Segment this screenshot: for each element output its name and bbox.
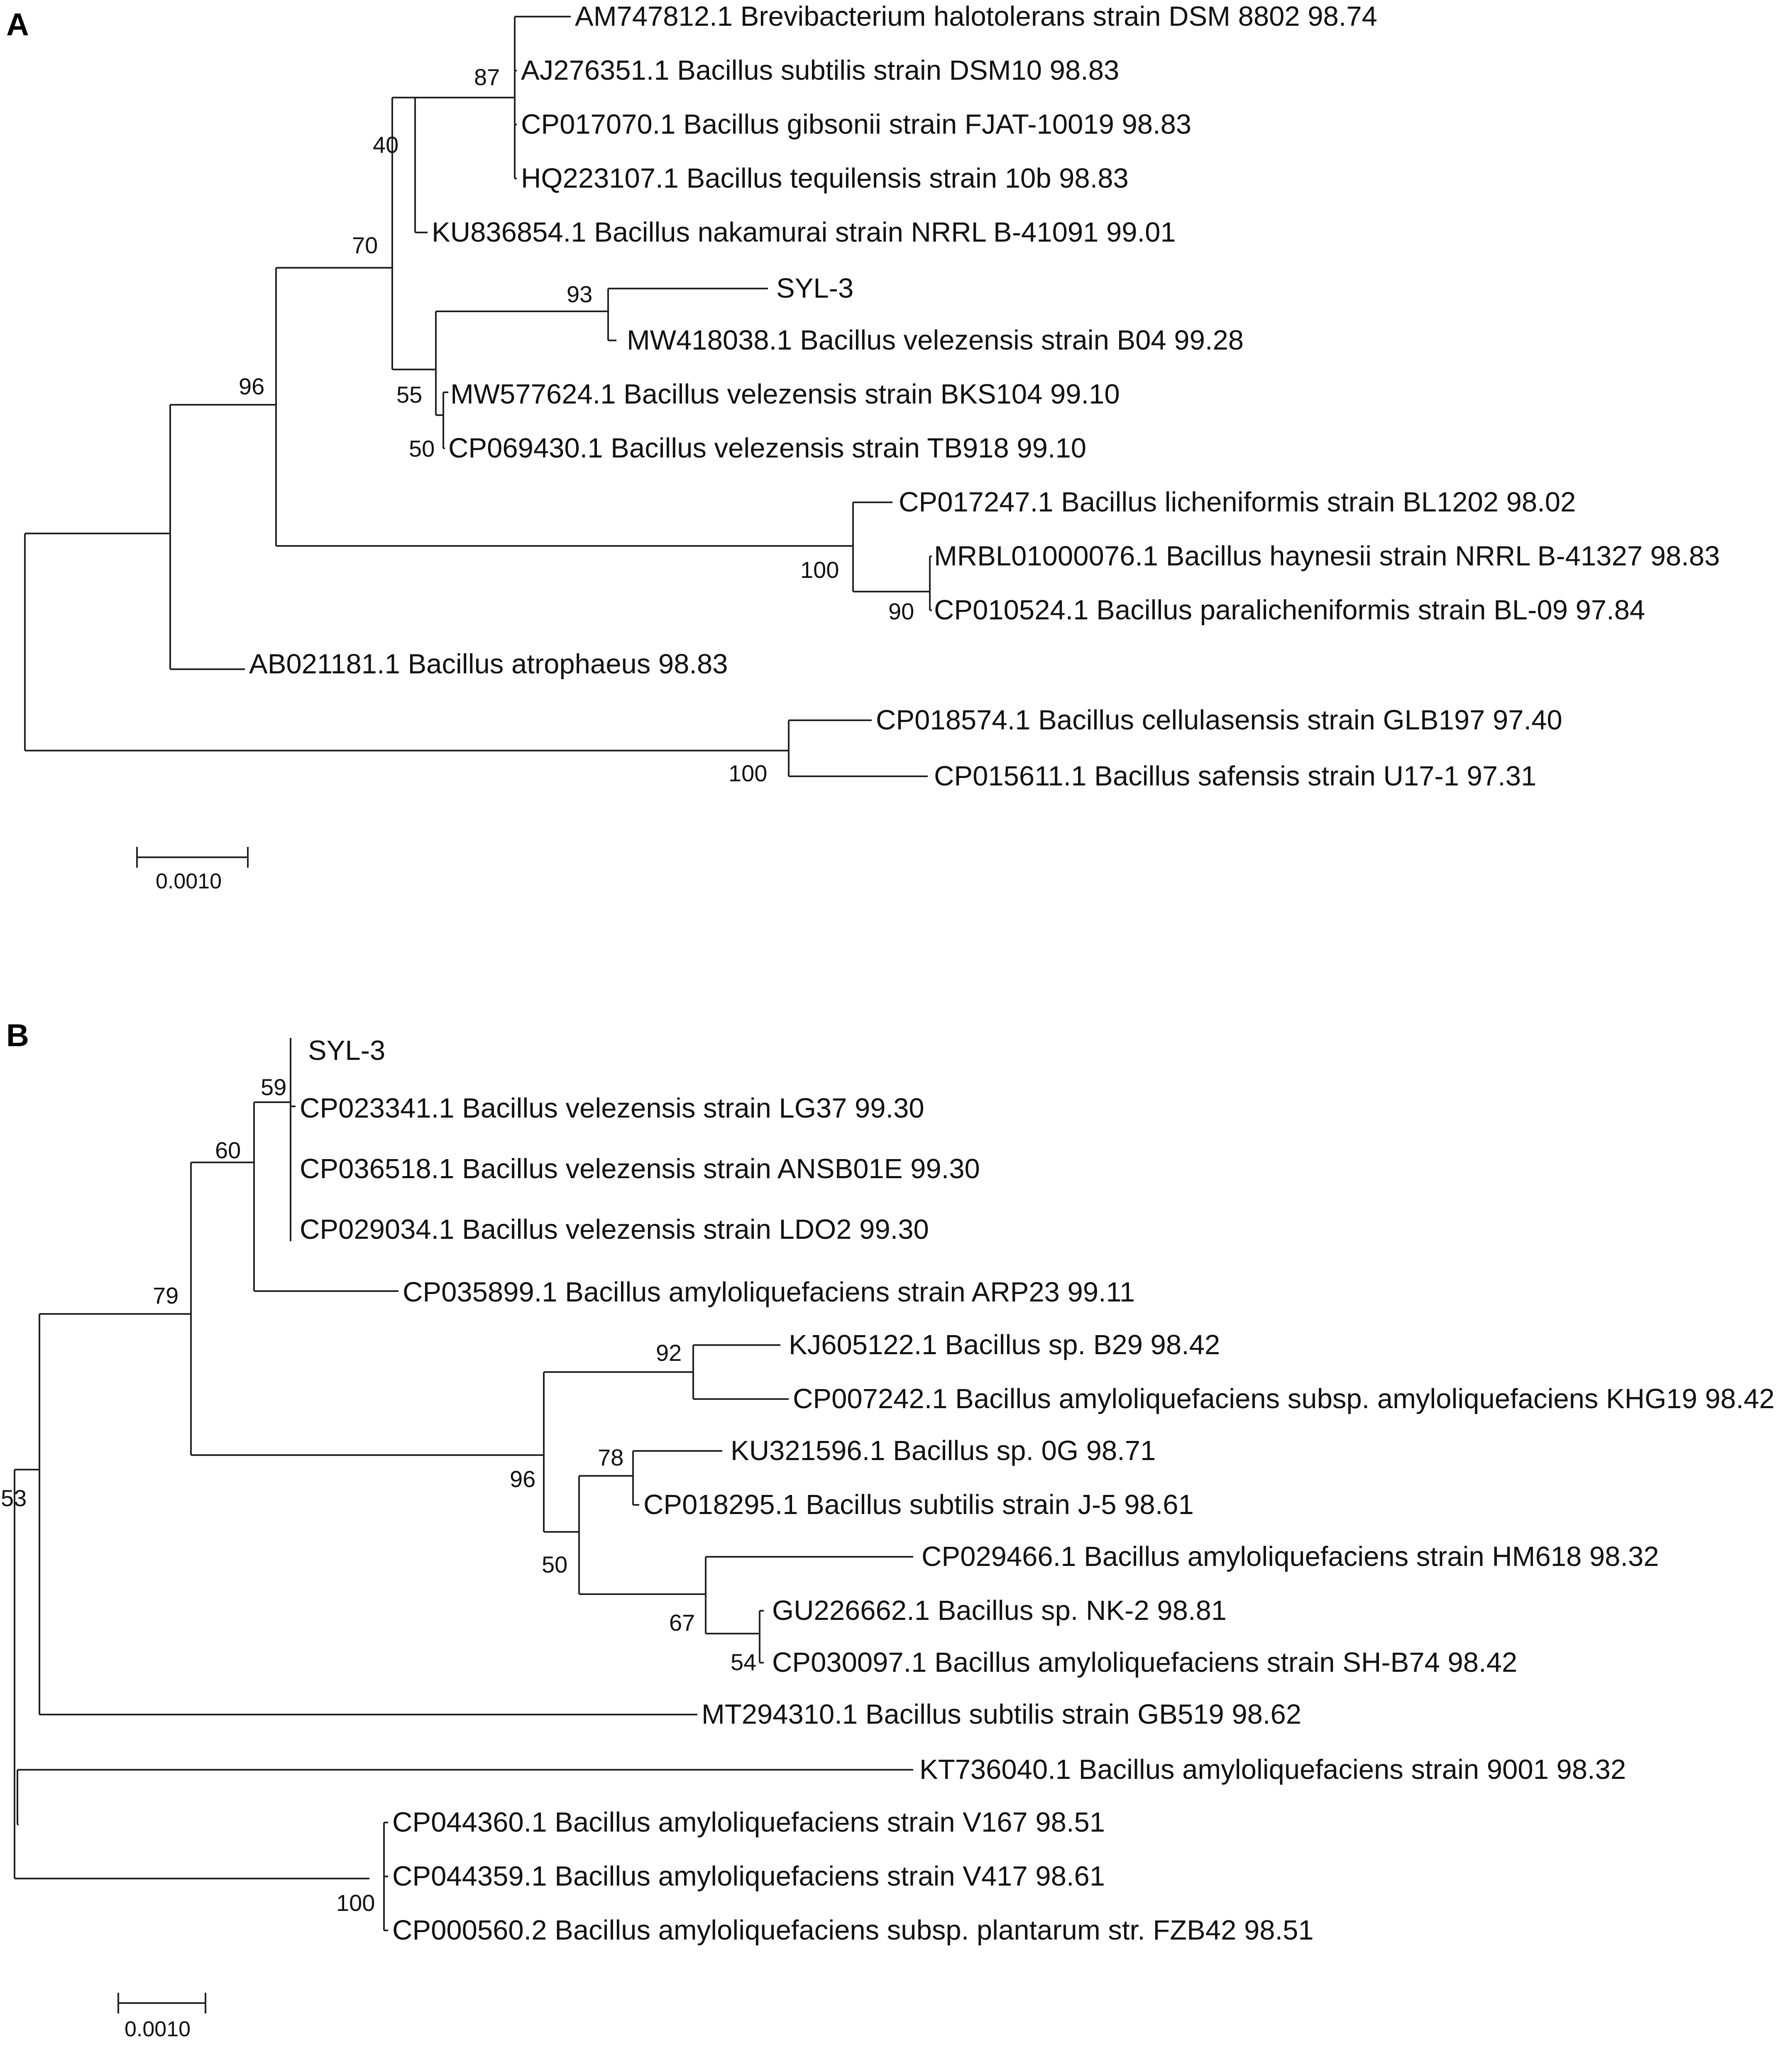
tip-label: CP015611.1 Bacillus safensis strain U17-…	[934, 761, 1536, 792]
scale-bar-label: 0.0010	[156, 869, 222, 893]
branch-b-node100	[383, 1822, 388, 1931]
tip-label: CP044360.1 Bacillus amyloliquefaciens st…	[392, 1807, 1105, 1838]
tip-label: AJ276351.1 Bacillus subtilis strain DSM1…	[521, 55, 1119, 86]
bootstrap-value: 92	[656, 1340, 682, 1366]
bootstrap-value: 79	[153, 1282, 178, 1309]
branch-a-node40	[414, 97, 515, 233]
branch-b-node78	[632, 1450, 722, 1506]
tip-label: CP023341.1 Bacillus velezensis strain LG…	[300, 1093, 924, 1124]
tip-label: CP007242.1 Bacillus amyloliquefaciens su…	[793, 1383, 1775, 1414]
bootstrap-value: 67	[669, 1610, 695, 1636]
tip-label: CP035899.1 Bacillus amyloliquefaciens st…	[403, 1277, 1135, 1308]
panel-a: A	[6, 1, 1720, 893]
branch-a-node90	[929, 555, 932, 611]
tip-label: KT736040.1 Bacillus amyloliquefaciens st…	[919, 1754, 1626, 1785]
branch-b-root	[14, 1469, 369, 1879]
bootstrap-value: 96	[510, 1466, 535, 1492]
branch-a-node70	[275, 267, 853, 547]
branch-b-node96	[543, 1371, 693, 1533]
bootstrap-value: 100	[336, 1890, 375, 1916]
scale-bar-line	[117, 1993, 206, 2013]
branch-a-inner	[391, 97, 436, 370]
scale-bar-line	[136, 847, 249, 868]
tip-label: MT294310.1 Bacillus subtilis strain GB51…	[702, 1699, 1301, 1730]
branch-a-node96	[169, 404, 276, 670]
tip-label: MRBL01000076.1 Bacillus haynesii strain …	[934, 541, 1720, 572]
branch-a-node87	[514, 16, 571, 179]
bootstrap-value: 90	[888, 598, 914, 624]
bootstrap-value: 53	[1, 1485, 27, 1511]
tip-label: CP018574.1 Bacillus cellulasensis strain…	[876, 704, 1562, 736]
bootstrap-value: 87	[474, 64, 500, 90]
bootstrap-value: 55	[396, 382, 422, 408]
tip-label: CP029034.1 Bacillus velezensis strain LD…	[300, 1214, 929, 1245]
tip-label: CP069430.1 Bacillus velezensis strain TB…	[448, 433, 1086, 464]
bootstrap-value: 93	[567, 281, 592, 307]
panel-a-tips: AM747812.1 Brevibacterium halotolerans s…	[249, 1, 1720, 792]
panel-a-branches	[24, 16, 932, 777]
branch-a-velezensis	[435, 311, 608, 416]
branch-a-node55	[442, 391, 448, 449]
panel-b-bootstrap: 59 60 79 92 78 96 67 54 50 53 100	[1, 1074, 756, 1916]
tip-label: MW577624.1 Bacillus velezensis strain BK…	[450, 379, 1120, 410]
panel-b-branches	[14, 1038, 913, 1931]
tip-label: KJ605122.1 Bacillus sp. B29 98.42	[789, 1329, 1220, 1360]
panel-label-b: B	[6, 1018, 29, 1053]
bootstrap-value: 70	[352, 232, 378, 258]
tip-label-syl3: SYL-3	[776, 273, 853, 304]
tip-label: KU321596.1 Bacillus sp. 0G 98.71	[731, 1435, 1156, 1466]
branch-a-lich	[852, 501, 930, 592]
tip-label: GU226662.1 Bacillus sp. NK-2 98.81	[772, 1595, 1227, 1626]
bootstrap-value: 50	[409, 435, 435, 462]
branch-b-node79	[39, 1313, 697, 1715]
branch-b-syl3-comb	[290, 1038, 296, 1241]
bootstrap-value: 60	[215, 1137, 241, 1163]
scale-bar-label: 0.0010	[125, 2017, 191, 2041]
panel-label-a: A	[6, 7, 29, 42]
panel-b-tips: SYL-3 CP023341.1 Bacillus velezensis str…	[300, 1035, 1775, 1946]
branch-b-node92	[692, 1344, 789, 1400]
bootstrap-value: 59	[261, 1074, 286, 1100]
panel-b: B	[1, 1018, 1775, 2041]
branch-b-node60	[190, 1162, 544, 1456]
tip-label: AM747812.1 Brevibacterium halotolerans s…	[575, 1, 1377, 32]
panel-a-scale-bar: 0.0010	[136, 847, 249, 893]
tip-label: CP000560.2 Bacillus amyloliquefaciens su…	[392, 1915, 1314, 1946]
branch-a-node93	[607, 288, 768, 341]
branch-b-node67	[705, 1556, 913, 1634]
bootstrap-value: 96	[239, 373, 264, 399]
tip-label: HQ223107.1 Bacillus tequilensis strain 1…	[521, 163, 1129, 194]
bootstrap-value: 100	[800, 557, 839, 583]
branch-a-root	[24, 533, 789, 751]
tip-label: AB021181.1 Bacillus atrophaeus 98.83	[249, 648, 728, 680]
tip-label: CP017070.1 Bacillus gibsonii strain FJAT…	[521, 109, 1191, 140]
tip-label: CP030097.1 Bacillus amyloliquefaciens st…	[772, 1647, 1517, 1678]
tip-label: CP029466.1 Bacillus amyloliquefaciens st…	[922, 1541, 1659, 1572]
tip-label: KU836854.1 Bacillus nakamurai strain NRR…	[432, 217, 1176, 248]
branch-a-safensis	[788, 719, 928, 777]
branch-b-node54	[759, 1610, 764, 1663]
tip-label-syl3: SYL-3	[308, 1035, 385, 1066]
panel-b-scale-bar: 0.0010	[117, 1993, 206, 2041]
bootstrap-value: 78	[598, 1444, 623, 1470]
branch-b-node50	[578, 1475, 706, 1595]
tip-label: CP036518.1 Bacillus velezensis strain AN…	[300, 1153, 980, 1184]
tip-label: CP010524.1 Bacillus paralicheniformis st…	[934, 594, 1645, 626]
panel-a-bootstrap: 87 40 70 96 93 55 50 100 90 100	[239, 64, 914, 786]
bootstrap-value: 40	[373, 132, 398, 158]
tip-label: CP017247.1 Bacillus licheniformis strain…	[899, 487, 1576, 518]
bootstrap-value: 54	[731, 1649, 756, 1675]
tip-label: MW418038.1 Bacillus velezensis strain B0…	[627, 325, 1244, 356]
branch-b-node53	[17, 1769, 913, 1825]
bootstrap-value: 100	[729, 760, 767, 786]
tip-label: CP018295.1 Bacillus subtilis strain J-5 …	[643, 1489, 1194, 1520]
branch-b-node59	[253, 1101, 398, 1292]
tip-label: CP044359.1 Bacillus amyloliquefaciens st…	[392, 1861, 1105, 1892]
bootstrap-value: 50	[542, 1551, 567, 1578]
